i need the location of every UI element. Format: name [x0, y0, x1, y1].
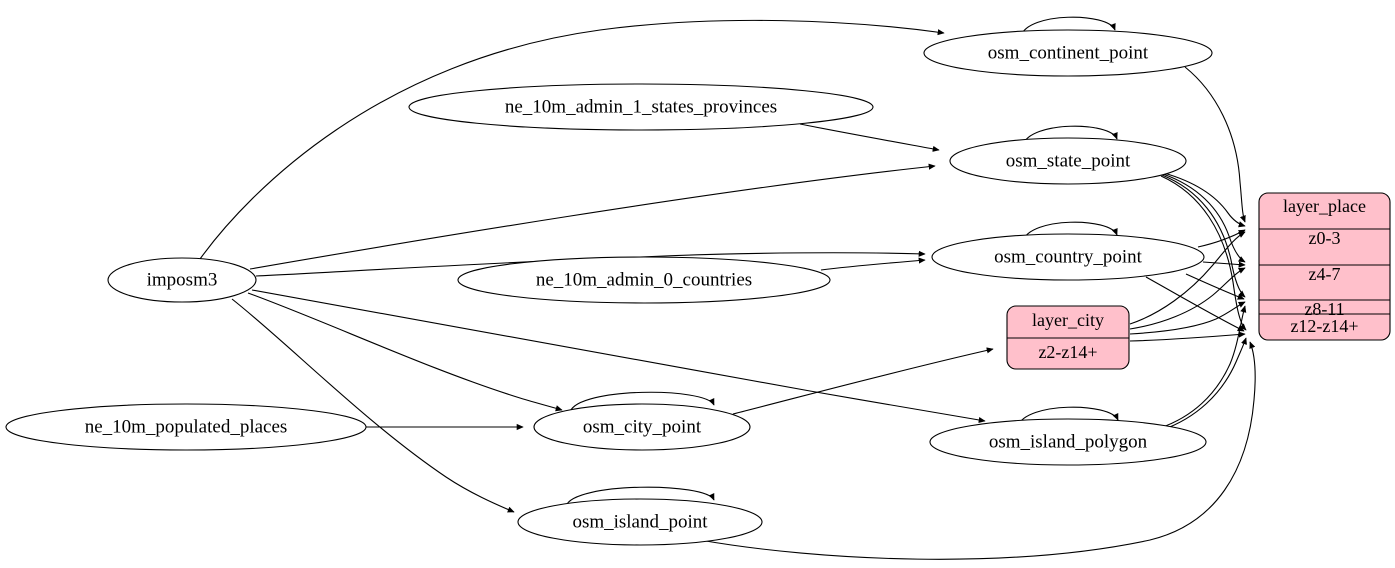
- edge-layer: [199, 16, 1256, 560]
- node-ne_10m_admin_0_countries[interactable]: ne_10m_admin_0_countries: [457, 256, 831, 304]
- edge-layer_city-to-layer_place-z0_3: [1129, 231, 1246, 325]
- edge-ne_10m_admin_1_states_provinces-to-osm_state_point: [799, 123, 940, 152]
- node-imposm3[interactable]: imposm3: [107, 257, 257, 303]
- node-osm_city_point[interactable]: osm_city_point: [533, 403, 751, 451]
- edge-imposm3-to-osm_city_point: [247, 292, 563, 412]
- node-layer: imposm3 ne_10m_populated_places ne_10m_a…: [5, 29, 1213, 546]
- node-label: osm_city_point: [583, 416, 702, 437]
- node-shape: [923, 29, 1213, 77]
- edge-selfloop-osm_continent_point: [1020, 16, 1116, 37]
- edge-osm_island_polygon-to-layer_place-z8_11: [1159, 305, 1247, 429]
- layer_place-row-z12-z14[interactable]: z12-z14+: [1290, 316, 1358, 336]
- edge-osm_island_point-to-layer_place-z12_z14: [699, 341, 1256, 560]
- edge-selfloop-osm_island_point: [565, 486, 715, 507]
- edge-osm_city_point-to-layer_city-z2_z14: [732, 347, 994, 415]
- edge-imposm3-to-osm_state_point: [249, 163, 936, 270]
- edge-imposm3-to-osm_continent_point: [199, 19, 945, 260]
- node-label: osm_country_point: [994, 246, 1142, 267]
- layer_place-row-z0-3[interactable]: z0-3: [1309, 228, 1341, 248]
- edge-osm_country_point-to-layer_place-z12_z14: [1145, 276, 1245, 332]
- node-osm_state_point[interactable]: osm_state_point: [949, 137, 1187, 185]
- node-ne_10m_populated_places[interactable]: ne_10m_populated_places: [5, 403, 367, 451]
- node-osm_island_point[interactable]: osm_island_point: [517, 498, 763, 546]
- node-shape: [949, 137, 1187, 185]
- edge-imposm3-to-osm_island_point: [231, 298, 515, 513]
- layer_place-header: layer_place: [1283, 196, 1366, 216]
- node-label: ne_10m_populated_places: [85, 416, 288, 437]
- node-shape: [5, 403, 367, 451]
- edge-selfloop-osm_city_point: [569, 391, 715, 413]
- edge-osm_country_point-to-layer_place-z4_7: [1202, 261, 1246, 268]
- node-label: osm_state_point: [1006, 150, 1131, 171]
- record-node-layer_place[interactable]: layer_place z0-3 z4-7 z8-11 z12-z14+: [1258, 192, 1391, 341]
- node-label: osm_island_point: [572, 511, 708, 532]
- node-osm_island_polygon[interactable]: osm_island_polygon: [929, 418, 1207, 466]
- edge-osm_state_point-to-layer_place-z0_3: [1163, 172, 1246, 228]
- layer_city-header: layer_city: [1032, 310, 1104, 330]
- edge-osm_state_point-to-layer_place-z4_7: [1162, 173, 1246, 263]
- layer_place-row-z4-7[interactable]: z4-7: [1309, 264, 1341, 284]
- record-node-layer: layer_place z0-3 z4-7 z8-11 z12-z14+ lay…: [1006, 192, 1391, 370]
- node-label: osm_island_polygon: [989, 431, 1148, 452]
- layer_city-row-z2-z14[interactable]: z2-z14+: [1038, 342, 1097, 362]
- node-label: imposm3: [147, 269, 218, 290]
- edge-selfloop-osm_island_polygon: [1017, 406, 1119, 427]
- node-shape: [107, 257, 257, 303]
- node-ne_10m_admin_1_states_provinces[interactable]: ne_10m_admin_1_states_provinces: [408, 83, 874, 131]
- layer_place-box: [1258, 192, 1391, 341]
- node-label: osm_continent_point: [988, 42, 1149, 63]
- record-node-layer_city[interactable]: layer_city z2-z14+: [1006, 305, 1130, 370]
- node-osm_country_point[interactable]: osm_country_point: [931, 233, 1205, 281]
- edge-layer_city-to-layer_place-z4_7: [1129, 267, 1246, 330]
- edge-osm_island_polygon-to-layer_place-z12_z14: [1161, 337, 1247, 431]
- node-osm_continent_point[interactable]: osm_continent_point: [923, 29, 1213, 77]
- edge-selfloop-osm_state_point: [1022, 125, 1118, 146]
- edge-osm_continent_point-to-layer_place-z0_3: [1184, 66, 1246, 223]
- node-shape: [533, 403, 751, 451]
- node-shape: [931, 233, 1205, 281]
- edge-layer_city-to-layer_place-z12_z14: [1129, 331, 1246, 342]
- edge-ne_10m_admin_0_countries-to-osm_country_point: [820, 257, 926, 271]
- edge-imposm3-to-osm_island_polygon: [251, 289, 986, 424]
- edge-selfloop-osm_country_point: [1022, 221, 1118, 242]
- node-shape: [457, 256, 831, 304]
- edge-osm_state_point-to-layer_place-z12_z14: [1160, 175, 1247, 331]
- edge-osm_state_point-to-layer_place-z8_11: [1161, 174, 1246, 298]
- edge-layer_city-to-layer_place-z8_11: [1129, 301, 1246, 335]
- edge-osm_country_point-to-layer_place-z8_11: [1185, 273, 1245, 300]
- node-shape: [929, 418, 1207, 466]
- node-label: ne_10m_admin_1_states_provinces: [505, 96, 777, 117]
- node-shape: [408, 83, 874, 131]
- node-label: ne_10m_admin_0_countries: [536, 269, 752, 290]
- node-shape: [517, 498, 763, 546]
